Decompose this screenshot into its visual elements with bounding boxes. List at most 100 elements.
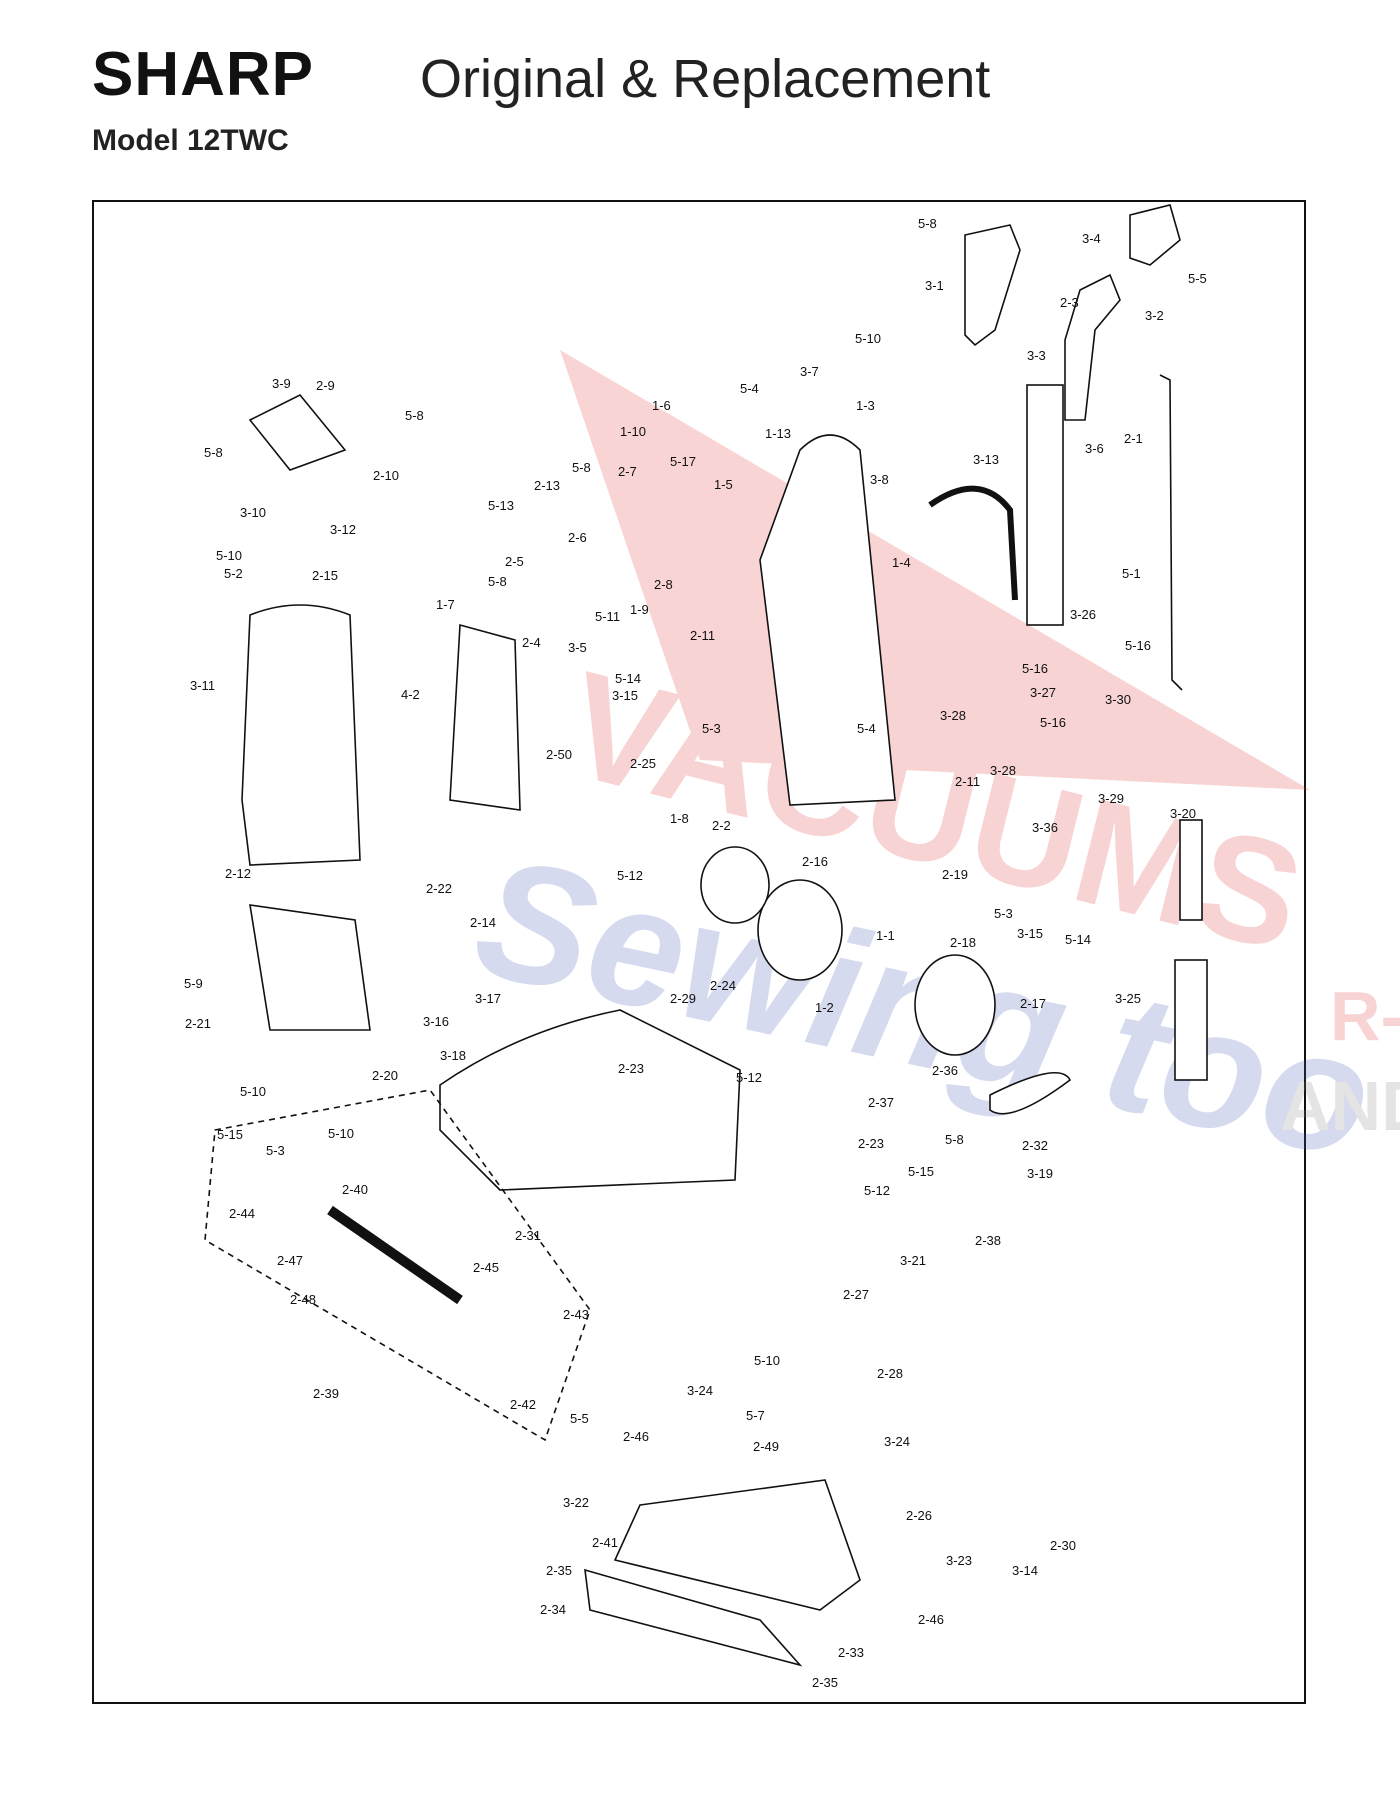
bottom-plate <box>613 1479 861 1611</box>
part-label-3-29: 3-29 <box>1098 791 1124 806</box>
part-label-3-6: 3-6 <box>1085 441 1104 456</box>
part-label-3-23: 3-23 <box>946 1553 972 1568</box>
part-label-2-14: 2-14 <box>470 915 496 930</box>
part-label-2-24: 2-24 <box>710 978 736 993</box>
part-label-3-2: 3-2 <box>1145 308 1164 323</box>
watermark-text-and: AND <box>1280 1067 1400 1145</box>
base-housing <box>439 1009 741 1191</box>
part-label-3-18: 3-18 <box>440 1048 466 1063</box>
part-label-3-20: 3-20 <box>1170 806 1196 821</box>
motor-cover <box>914 954 996 1056</box>
part-label-3-30: 3-30 <box>1105 692 1131 707</box>
part-label-2-46b: 2-46 <box>918 1612 944 1627</box>
part-label-2-10: 2-10 <box>373 468 399 483</box>
part-label-5-12a: 5-12 <box>617 868 643 883</box>
part-label-5-15a: 5-15 <box>217 1127 243 1142</box>
cord-hook <box>1159 374 1183 691</box>
part-label-1-8: 1-8 <box>670 811 689 826</box>
part-label-2-8: 2-8 <box>654 577 673 592</box>
top-cover <box>248 393 347 471</box>
part-label-2-25: 2-25 <box>630 756 656 771</box>
part-label-5-8a: 5-8 <box>918 216 937 231</box>
part-label-5-16a: 5-16 <box>1125 638 1151 653</box>
wand-lower <box>1174 959 1208 1081</box>
part-label-2-27: 2-27 <box>843 1287 869 1302</box>
part-label-1-2: 1-2 <box>815 1000 834 1015</box>
part-label-5-10a: 5-10 <box>855 331 881 346</box>
part-label-2-20: 2-20 <box>372 1068 398 1083</box>
part-label-2-23b: 2-23 <box>858 1136 884 1151</box>
part-label-2-12: 2-12 <box>225 866 251 881</box>
part-label-3-24a: 3-24 <box>687 1383 713 1398</box>
part-label-2-29: 2-29 <box>670 991 696 1006</box>
wand-upper <box>1179 819 1203 921</box>
part-label-2-47: 2-47 <box>277 1253 303 1268</box>
model-number: Model 12TWC <box>92 124 289 157</box>
part-label-1-6: 1-6 <box>652 398 671 413</box>
part-label-2-13: 2-13 <box>534 478 560 493</box>
part-label-5-5b: 5-5 <box>570 1411 589 1426</box>
part-shapes <box>204 204 1208 1667</box>
part-label-3-28b: 3-28 <box>990 763 1016 778</box>
belt <box>989 1072 1072 1115</box>
part-label-2-26: 2-26 <box>906 1508 932 1523</box>
part-label-2-39: 2-39 <box>313 1386 339 1401</box>
part-label-5-12c: 5-12 <box>864 1183 890 1198</box>
part-label-3-13: 3-13 <box>973 452 999 467</box>
part-label-5-8f: 5-8 <box>945 1132 964 1147</box>
part-label-5-9: 5-9 <box>184 976 203 991</box>
part-label-2-30: 2-30 <box>1050 1538 1076 1553</box>
part-label-5-3c: 5-3 <box>266 1143 285 1158</box>
motor-ring <box>700 846 770 924</box>
part-label-1-7: 1-7 <box>436 597 455 612</box>
part-label-2-34: 2-34 <box>540 1602 566 1617</box>
part-label-2-31: 2-31 <box>515 1228 541 1243</box>
part-label-3-36: 3-36 <box>1032 820 1058 835</box>
part-label-1-1: 1-1 <box>876 928 895 943</box>
part-label-5-12b: 5-12 <box>736 1070 762 1085</box>
part-label-5-8b: 5-8 <box>405 408 424 423</box>
part-label-5-3b: 5-3 <box>994 906 1013 921</box>
part-label-2-35a: 2-35 <box>546 1563 572 1578</box>
part-label-2-50: 2-50 <box>546 747 572 762</box>
front-hood <box>241 604 361 866</box>
part-label-1-3: 1-3 <box>856 398 875 413</box>
part-label-5-16c: 5-16 <box>1040 715 1066 730</box>
part-label-5-14b: 5-14 <box>1065 932 1091 947</box>
part-label-3-10: 3-10 <box>240 505 266 520</box>
part-label-2-19: 2-19 <box>942 867 968 882</box>
part-label-2-37: 2-37 <box>868 1095 894 1110</box>
part-label-5-10c: 5-10 <box>240 1084 266 1099</box>
part-label-1-10: 1-10 <box>620 424 646 439</box>
part-label-1-4: 1-4 <box>892 555 911 570</box>
part-label-5-8c: 5-8 <box>204 445 223 460</box>
part-label-3-26: 3-26 <box>1070 607 1096 622</box>
part-label-3-24b: 3-24 <box>884 1434 910 1449</box>
part-label-5-8e: 5-8 <box>488 574 507 589</box>
part-label-5-8d: 5-8 <box>572 460 591 475</box>
dust-cup <box>249 904 371 1031</box>
part-label-3-12: 3-12 <box>330 522 356 537</box>
part-label-2-28: 2-28 <box>877 1366 903 1381</box>
part-label-5-13: 5-13 <box>488 498 514 513</box>
part-label-2-45: 2-45 <box>473 1260 499 1275</box>
part-label-2-38: 2-38 <box>975 1233 1001 1248</box>
part-label-2-15: 2-15 <box>312 568 338 583</box>
watermark-text-r: R- <box>1330 977 1400 1055</box>
part-label-1-5: 1-5 <box>714 477 733 492</box>
part-label-2-35b: 2-35 <box>812 1675 838 1690</box>
part-label-2-17: 2-17 <box>1020 996 1046 1011</box>
part-label-2-36: 2-36 <box>932 1063 958 1078</box>
part-label-3-21: 3-21 <box>900 1253 926 1268</box>
part-label-5-11: 5-11 <box>595 609 620 624</box>
part-label-3-19: 3-19 <box>1027 1166 1053 1181</box>
part-label-3-16: 3-16 <box>423 1014 449 1029</box>
part-label-2-21: 2-21 <box>185 1016 211 1031</box>
part-label-2-46a: 2-46 <box>623 1429 649 1444</box>
part-label-2-22: 2-22 <box>426 881 452 896</box>
part-label-2-23a: 2-23 <box>618 1061 644 1076</box>
diagram-frame <box>92 200 1306 1704</box>
bumper-strip <box>584 1568 803 1667</box>
part-label-5-4a: 5-4 <box>740 381 759 396</box>
